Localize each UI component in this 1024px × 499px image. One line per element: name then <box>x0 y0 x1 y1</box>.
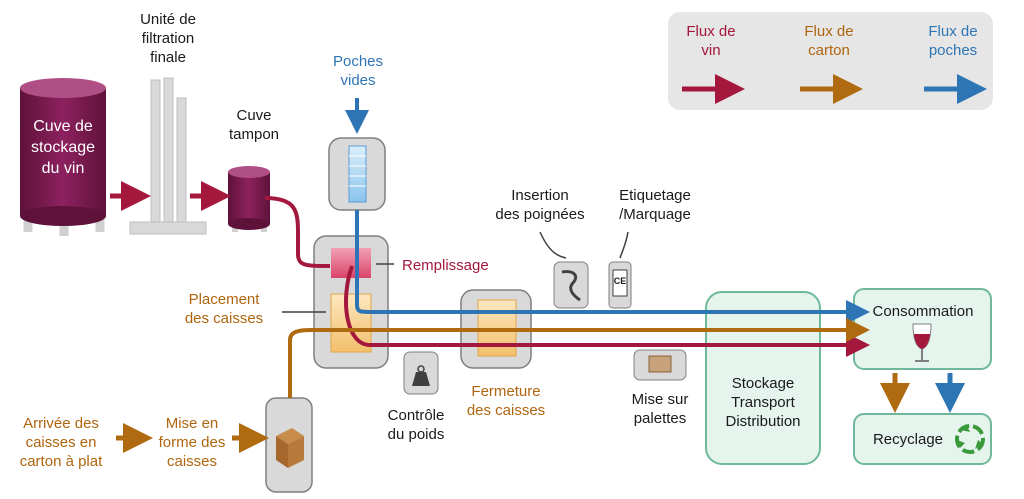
logistics-box <box>705 291 821 465</box>
legend-carton-label: Flux de carton <box>804 23 854 59</box>
handle-pointer <box>539 231 567 259</box>
handle-station <box>553 261 589 309</box>
box-forming-label: Mise en forme des caisses <box>158 415 226 470</box>
ce-mark: CE <box>613 276 627 286</box>
legend-wine-label: Flux de vin <box>686 23 736 59</box>
wine-glass-icon <box>912 323 932 362</box>
carton-flow-main <box>288 318 870 398</box>
flat-boxes-label: Arrivée des caisses en carton à plat <box>19 415 103 470</box>
buffer-tank-label: Cuve tampon <box>228 107 280 143</box>
storage-tank-label: Cuve de stockage du vin <box>30 118 96 177</box>
labeling-pointer <box>619 231 629 259</box>
label-icon <box>612 269 628 297</box>
wine-flow-to-filling <box>264 196 331 268</box>
poches-flow-main <box>355 210 870 324</box>
buffer-tank <box>228 166 270 232</box>
pallet-station <box>633 349 687 381</box>
labeling-label: Etiquetage /Marquage <box>619 187 691 223</box>
wine-flow-main <box>344 265 870 357</box>
weight-icon <box>412 372 430 386</box>
consumption-box <box>853 288 992 370</box>
palletizing-label: Mise sur palettes <box>631 391 689 427</box>
recycling-label: Recyclage <box>872 431 944 448</box>
filling-label: Remplissage <box>402 257 489 274</box>
labeling-station <box>608 261 632 309</box>
handle-icon <box>561 270 581 302</box>
consumption-label: Consommation <box>872 303 974 320</box>
box-forming-station <box>265 397 313 493</box>
legend <box>668 12 993 110</box>
recycle-icon <box>955 424 985 454</box>
cardboard-box-icon <box>276 428 304 468</box>
filtration-unit <box>129 77 207 235</box>
recycling-box <box>853 413 992 465</box>
weight-label: Contrôle du poids <box>387 407 445 443</box>
empty-bags-station <box>328 137 386 211</box>
storage-tank <box>20 78 106 236</box>
legend-poches-label: Flux de poches <box>928 23 978 59</box>
handles-label: Insertion des poignées <box>495 187 585 223</box>
closing-label: Fermeture des caisses <box>466 383 546 419</box>
weight-station <box>403 351 439 395</box>
filtration-label: Unité de filtration finale <box>140 11 196 66</box>
logistics-label: Stockage Transport Distribution <box>725 375 801 430</box>
filling-machine <box>313 235 389 369</box>
pallet-box-icon <box>648 355 672 373</box>
empty-bags-label: Poches vides <box>332 53 384 89</box>
placement-label: Placement des caisses <box>184 291 264 327</box>
